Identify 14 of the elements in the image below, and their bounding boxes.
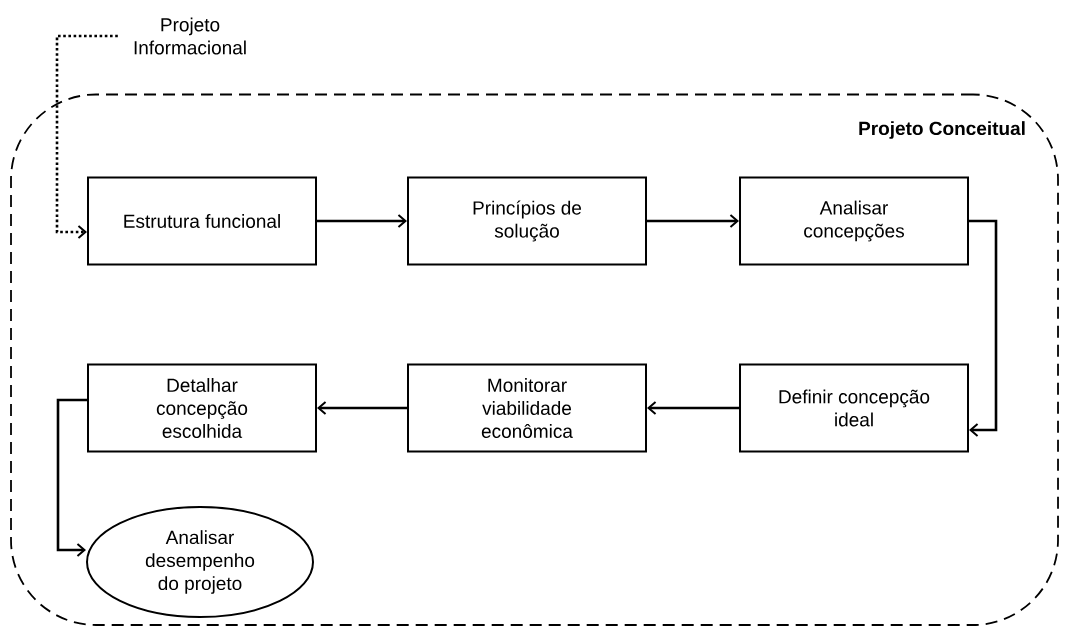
arrow (969, 219, 998, 437)
arrow (55, 34, 118, 239)
process-box: Definir concepção ideal (739, 363, 969, 453)
process-box: Analisar concepções (739, 176, 969, 266)
arrow (647, 214, 739, 228)
process-box: Monitorar viabilidade econômica (407, 363, 647, 453)
arrow (317, 401, 407, 415)
arrow (317, 214, 407, 228)
process-box: Detalhar concepção escolhida (87, 363, 317, 453)
process-box: Princípios de solução (407, 176, 647, 266)
arrow (647, 401, 739, 415)
arrow (56, 398, 87, 557)
phase-label: Projeto Informacional (134, 17, 246, 55)
process-box: Estrutura funcional (87, 176, 317, 266)
